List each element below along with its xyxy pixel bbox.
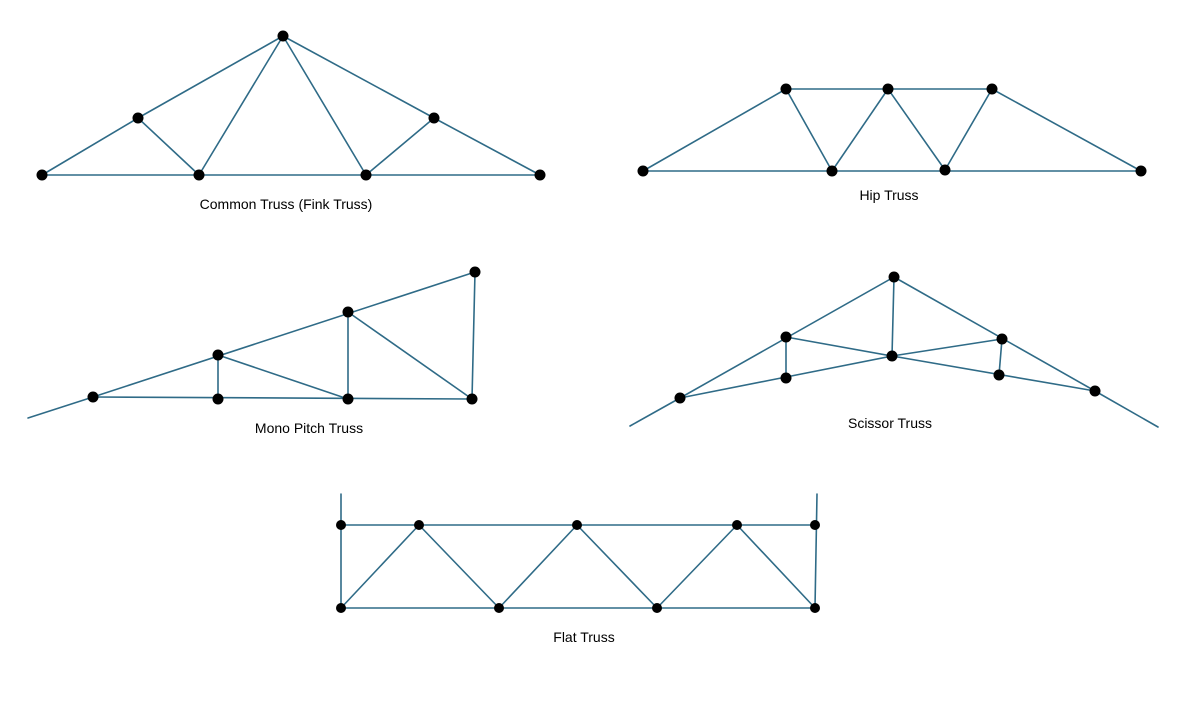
hip-web-2 [831, 88, 889, 172]
common-web-2 [198, 35, 284, 176]
flat-joint [572, 520, 582, 530]
scissor-joint [674, 392, 686, 404]
hip-joint [1135, 165, 1147, 177]
hip-joint [826, 165, 838, 177]
flat-joint [652, 603, 662, 613]
hip-joint [986, 83, 998, 95]
flat-web-5 [656, 524, 738, 609]
hip-joint [637, 165, 649, 177]
scissor-joint [780, 331, 792, 343]
scissor-overhang-right [1094, 390, 1159, 428]
common-joint [36, 169, 48, 181]
scissor-joint [888, 271, 900, 283]
common-joint [360, 169, 372, 181]
mono-pitch-truss-caption: Mono Pitch Truss [255, 420, 363, 436]
mono-top-chord [92, 271, 476, 398]
flat-truss-caption: Flat Truss [553, 629, 614, 645]
common-truss: Common Truss (Fink Truss) [36, 30, 546, 212]
mono-overhang [27, 396, 94, 419]
flat-web-1 [340, 524, 420, 609]
hip-truss: Hip Truss [637, 83, 1147, 203]
flat-web-4 [576, 524, 658, 609]
common-top-chord-left-upper [137, 35, 284, 119]
hip-web-4 [944, 88, 993, 171]
hip-top-chord-left [642, 88, 787, 172]
common-joint [193, 169, 205, 181]
hip-top-chord-right [991, 88, 1142, 172]
scissor-joint [780, 372, 792, 384]
scissor-joint [993, 369, 1005, 381]
common-web-1 [137, 117, 200, 176]
mono-bottom-chord [92, 396, 473, 400]
hip-joint [882, 83, 894, 95]
mono-pitch-truss: Mono Pitch Truss [27, 266, 481, 436]
flat-joint [732, 520, 742, 530]
common-truss-caption: Common Truss (Fink Truss) [200, 196, 373, 212]
common-top-chord-right [433, 117, 541, 176]
flat-joint [810, 603, 820, 613]
scissor-truss: Scissor Truss [629, 271, 1159, 431]
scissor-web-3 [891, 276, 895, 357]
common-web-4 [365, 117, 435, 176]
scissor-joint [1089, 385, 1101, 397]
scissor-bottom-chord-right [891, 355, 1096, 392]
scissor-web-5 [998, 338, 1003, 376]
scissor-joint [996, 333, 1008, 345]
common-top-chord-right-upper [282, 35, 435, 119]
mono-joint [87, 391, 99, 403]
common-web-3 [282, 35, 367, 176]
mono-joint [342, 306, 354, 318]
scissor-web-2 [785, 336, 893, 357]
hip-web-1 [785, 88, 833, 172]
scissor-web-4 [891, 338, 1003, 357]
mono-joint [469, 266, 481, 278]
scissor-joint [886, 350, 898, 362]
mono-joint [212, 393, 224, 405]
flat-right-post [814, 493, 818, 609]
mono-joint [342, 393, 354, 405]
flat-web-3 [498, 524, 578, 609]
scissor-truss-caption: Scissor Truss [848, 415, 932, 431]
mono-end-post [471, 271, 476, 400]
scissor-overhang-left [629, 397, 681, 427]
mono-web-4 [347, 311, 473, 400]
common-joint [132, 112, 144, 124]
flat-joint [494, 603, 504, 613]
hip-truss-caption: Hip Truss [859, 187, 918, 203]
mono-web-2 [217, 354, 349, 400]
hip-web-3 [887, 88, 946, 171]
flat-joint [810, 520, 820, 530]
common-joint [534, 169, 546, 181]
common-joint [277, 30, 289, 42]
scissor-top-chord-right [893, 276, 1096, 392]
hip-joint [780, 83, 792, 95]
flat-joint [336, 603, 346, 613]
hip-joint [939, 164, 951, 176]
mono-joint [466, 393, 478, 405]
flat-joint [336, 520, 346, 530]
common-top-chord-left [41, 117, 139, 176]
common-joint [428, 112, 440, 124]
mono-joint [212, 349, 224, 361]
flat-joint [414, 520, 424, 530]
flat-web-2 [418, 524, 500, 609]
flat-web-6 [736, 524, 816, 609]
flat-truss: Flat Truss [336, 493, 820, 645]
